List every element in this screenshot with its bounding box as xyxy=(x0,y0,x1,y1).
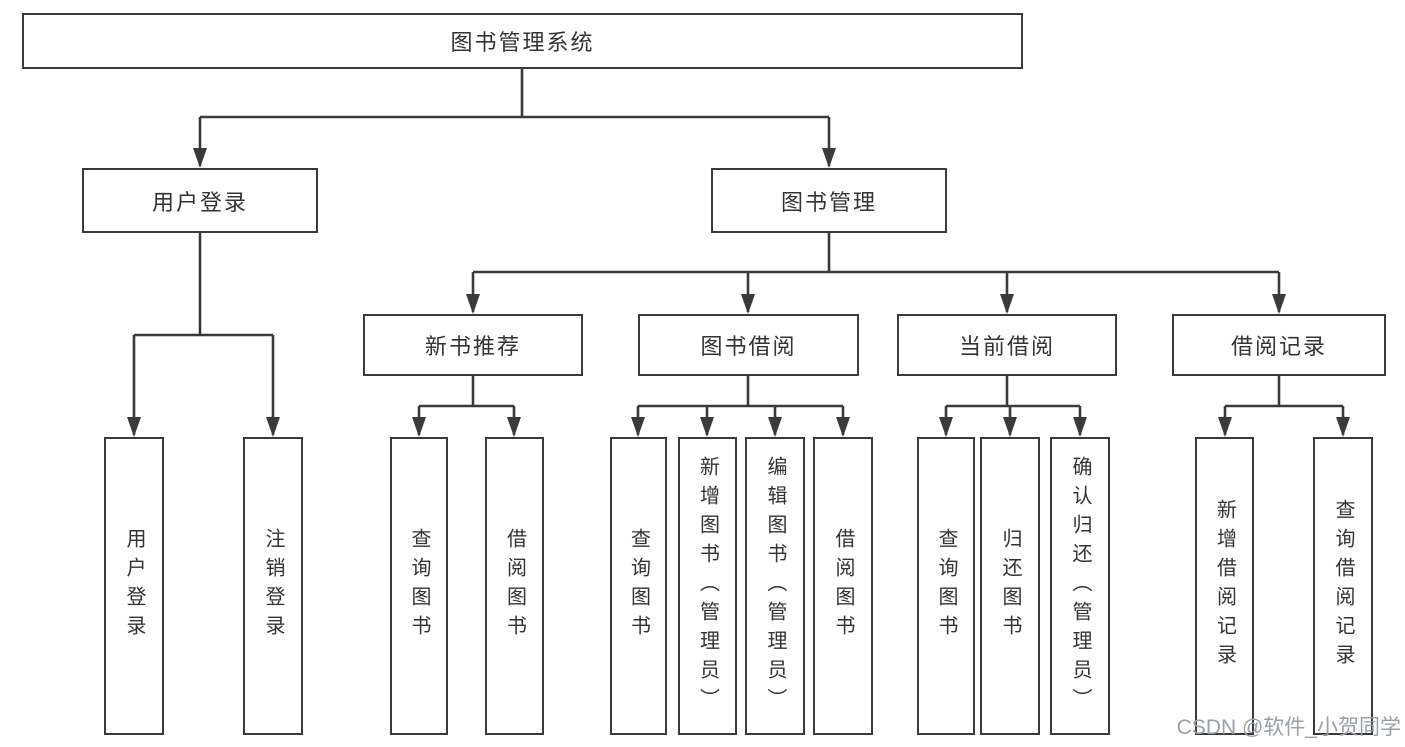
leaf-borrowing-query-books: 查询图书 xyxy=(610,437,667,735)
leaf-add-borrow-record: 新增借阅记录 xyxy=(1195,437,1254,735)
connector-book-management-to-level3 xyxy=(466,233,1286,314)
leaf-add-books-admin: 新增图书（管理员） xyxy=(678,437,737,735)
node-current-borrowing: 当前借阅 xyxy=(897,314,1117,376)
node-borrow-records: 借阅记录 xyxy=(1172,314,1386,376)
leaf-recommend-query-books: 查询图书 xyxy=(390,437,448,735)
connector-current-borrow-children xyxy=(939,376,1087,437)
node-new-book-recommend: 新书推荐 xyxy=(363,314,583,376)
node-book-management: 图书管理 xyxy=(711,168,947,233)
leaf-recommend-borrow-books: 借阅图书 xyxy=(485,437,544,735)
connector-user-login-children xyxy=(127,233,280,437)
node-root-system: 图书管理系统 xyxy=(22,13,1023,69)
leaf-user-login: 用户登录 xyxy=(104,437,164,735)
leaf-logout: 注销登录 xyxy=(243,437,303,735)
connector-book-borrow-children xyxy=(631,376,850,437)
connector-borrow-records-children xyxy=(1218,376,1350,437)
connector-root-to-level2 xyxy=(193,69,836,168)
node-book-borrowing: 图书借阅 xyxy=(638,314,859,376)
connector-new-book-children xyxy=(412,376,521,437)
node-user-login: 用户登录 xyxy=(82,168,318,233)
csdn-watermark: CSDN @软件_小贺同学 xyxy=(1176,716,1401,739)
leaf-borrowing-borrow-books: 借阅图书 xyxy=(813,437,873,735)
leaf-confirm-return-admin: 确认归还（管理员） xyxy=(1050,437,1110,735)
leaf-current-query-books: 查询图书 xyxy=(917,437,975,735)
leaf-query-borrow-record: 查询借阅记录 xyxy=(1313,437,1373,735)
leaf-edit-books-admin: 编辑图书（管理员） xyxy=(745,437,805,735)
leaf-return-books: 归还图书 xyxy=(980,437,1040,735)
